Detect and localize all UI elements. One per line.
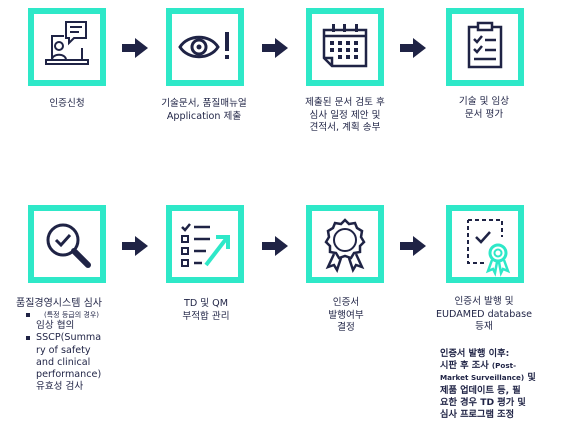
arrow-right-icon [400,38,426,58]
step-5-label: 품질경영시스템 심사 [16,298,102,309]
step-3-box [306,8,384,86]
list-item: and clinical [36,356,91,368]
list-item: 임상 협의 [36,320,75,331]
arrow-right-icon [262,38,288,58]
list-item: (특정 등급의 경우) [26,310,101,320]
laptop-user-icon [45,21,89,65]
arrow-right-icon [122,236,148,256]
step-1-label: 인증신청 [49,98,85,109]
step-1-box [28,8,106,86]
arrow-right-icon [122,38,148,58]
magnifier-check-icon [46,223,91,268]
rosette-badge-icon [324,218,366,273]
certificate-icon [467,219,511,277]
calendar-icon [322,24,368,68]
step-7-box [306,205,384,283]
list-item: performance) [36,369,102,381]
qms-detail-list: (특정 등급의 경우) 임상 협의 SSCP(Summa ry of safet… [26,310,101,394]
post-certification-note: 인증서 발행 이후: 시판 후 조사 (Post- Market Surveil… [440,348,536,421]
eye-alert-icon [178,32,229,59]
step-5-box [28,205,106,283]
clipboard-checklist-icon [467,21,503,69]
checklist-arrow-icon [181,223,230,267]
list-item: SSCP(Summa [26,332,101,344]
step-2-box [166,8,244,86]
step-8-box [446,205,524,283]
step-4-box [446,8,524,86]
list-item: ry of safety [36,344,91,356]
arrow-right-icon [400,236,426,256]
arrow-right-icon [262,236,288,256]
step-6-box [166,205,244,283]
list-item: 유효성 검사 [36,381,84,393]
